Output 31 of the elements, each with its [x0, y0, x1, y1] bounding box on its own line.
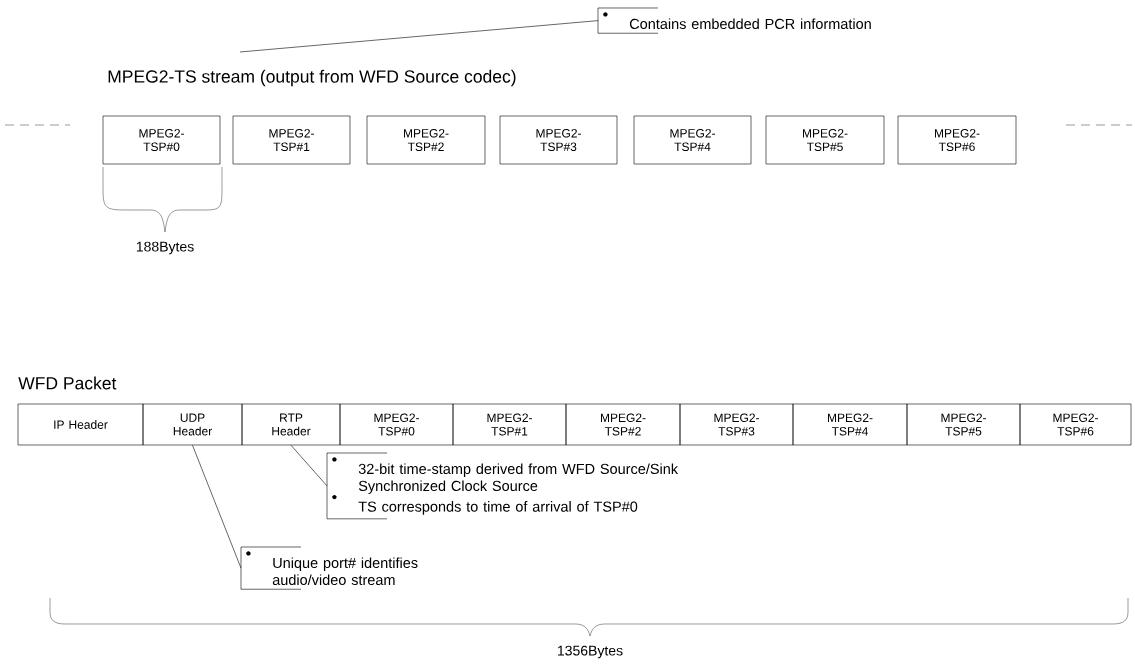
packet-cell: MPEG2- TSP#6: [1019, 403, 1132, 446]
packet-box: MPEG2- TSP#5: [765, 115, 885, 165]
leader-line: [239, 20, 599, 53]
packet-box: MPEG2- TSP#3: [499, 115, 618, 165]
packet-cell: RTP Header: [241, 403, 341, 446]
packet-box: MPEG2- TSP#1: [232, 115, 351, 165]
packet-box: MPEG2- TSP#0: [102, 115, 221, 165]
node-label: Unique port# identifies audio/video stream: [272, 557, 418, 586]
dimension-label: 188Bytes: [136, 241, 194, 255]
packet-box: MPEG2- TSP#4: [633, 115, 752, 165]
packet-cell: UDP Header: [142, 403, 243, 446]
node-label: 32-bit time-stamp derived from WFD Source/Sink Synchronized Clock Source: [358, 463, 679, 494]
packet-cell: MPEG2- TSP#3: [679, 403, 794, 446]
packet-cell: MPEG2- TSP#5: [906, 403, 1021, 446]
row-heading: MPEG2-TS stream (output from WFD Source codec): [108, 69, 516, 87]
packet-box: MPEG2- TSP#2: [366, 115, 486, 165]
packet-cell: MPEG2- TSP#2: [565, 403, 681, 446]
dimension-label: 1356Bytes: [558, 645, 623, 659]
node-label: TS corresponds to time of arrival of TSP#0: [358, 501, 638, 515]
callout-bracket: Unique port# identifies audio/video stream: [240, 546, 418, 590]
packet-cell: IP Header: [17, 403, 144, 446]
packet-cell: MPEG2- TSP#4: [792, 403, 908, 446]
leader-line: [290, 445, 328, 487]
callout-bracket: 32-bit time-stamp derived from WFD Source/Sink Synchronized Clock Source TS corresponds to time of arrival of TSP#0: [326, 452, 679, 520]
packet-cell: MPEG2- TSP#0: [339, 403, 454, 446]
packet-box: MPEG2- TSP#6: [897, 115, 1017, 165]
callout-bracket: Contains embedded PCR information: [597, 7, 871, 34]
leader-line: [192, 445, 242, 569]
packet-cell: MPEG2- TSP#1: [452, 403, 567, 446]
row-heading: WFD Packet: [18, 376, 117, 390]
node-label: Contains embedded PCR information: [629, 18, 871, 30]
